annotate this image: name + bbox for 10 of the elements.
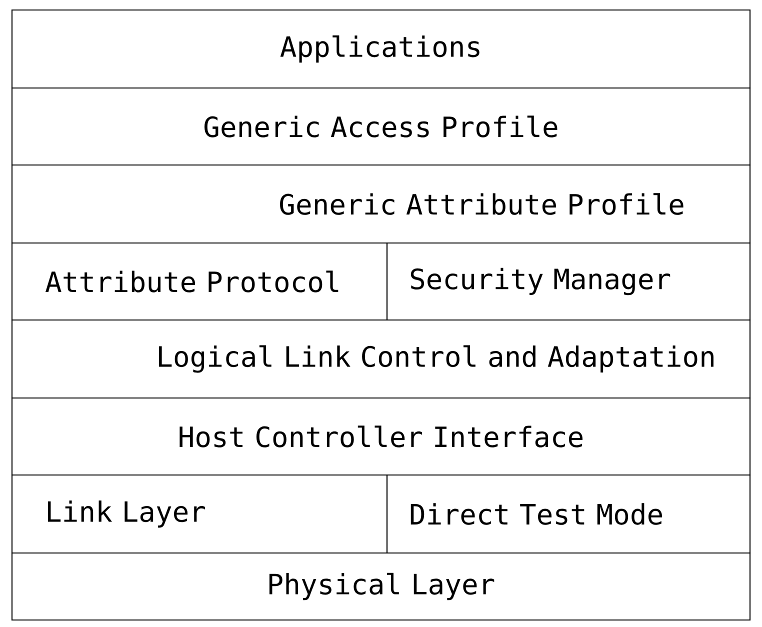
layer-box: Generic Attribute Profile bbox=[11, 164, 751, 244]
layer-box: Security Manager bbox=[386, 242, 751, 321]
layer-box: Physical Layer bbox=[11, 552, 751, 621]
layer-box: Logical Link Control and Adaptation bbox=[11, 319, 751, 399]
layer-box: Attribute Protocol bbox=[11, 242, 388, 321]
layer-box: Applications bbox=[11, 9, 751, 89]
layer-box: Direct Test Mode bbox=[386, 474, 751, 554]
layer-box: Generic Access Profile bbox=[11, 87, 751, 166]
layer-box: Link Layer bbox=[11, 474, 388, 554]
layer-box: Host Controller Interface bbox=[11, 397, 751, 476]
